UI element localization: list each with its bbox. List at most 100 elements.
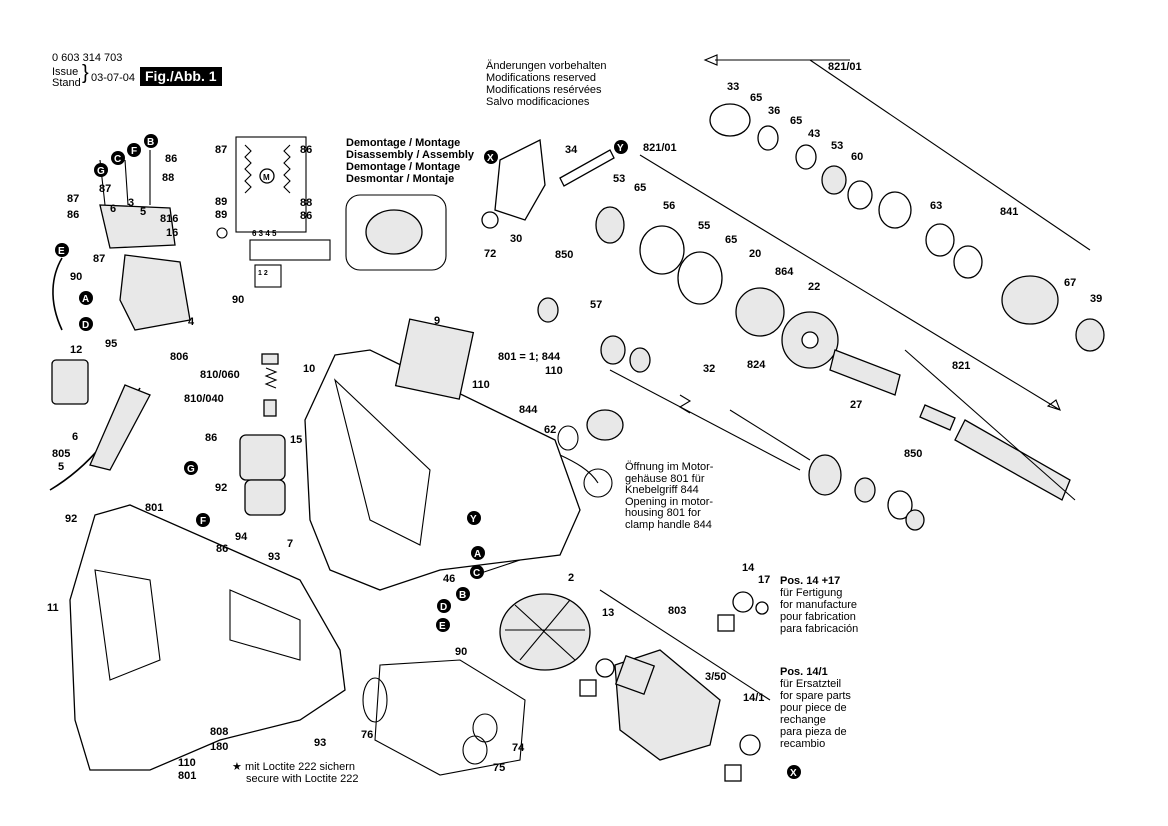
cap-39 [1075, 318, 1105, 352]
callout-62: 62 [544, 424, 556, 436]
callout-92b: 92 [65, 513, 77, 525]
leader-821 [904, 349, 1076, 501]
letter-markers: B C F G E A D G F X Y Y A C B D E X [55, 134, 801, 779]
marker-c-field: C [470, 565, 484, 579]
pos-14-1-title: Pos. 14/1 [780, 666, 828, 678]
terminal-labels: 6 3 4 5 [252, 229, 277, 238]
svg-text:Y: Y [470, 514, 477, 525]
pos-line: for manufacture [780, 599, 858, 611]
demontage-note: Demontage / Montage Disassembly / Assemb… [346, 137, 474, 185]
svg-text:B: B [147, 137, 154, 148]
callout-32: 32 [703, 363, 715, 375]
spring-32 [678, 394, 692, 414]
wire-leads [99, 150, 151, 206]
ring-75 [462, 735, 488, 765]
svg-text:C: C [114, 154, 121, 165]
switch-terminal [254, 264, 282, 288]
callout-22: 22 [808, 281, 820, 293]
marker-f-brush: F [196, 513, 210, 527]
opening-line: gehäuse 801 für [625, 472, 705, 485]
callout-93b: 93 [314, 737, 326, 749]
pos-14-1-note: Pos. 14/1 für Ersatzteil for spare parts… [780, 666, 851, 750]
pos-line: for spare parts [780, 690, 851, 702]
motor-label: M [263, 173, 270, 182]
callout-60: 60 [851, 151, 863, 163]
marker-d-left: D [79, 317, 93, 331]
disc-56 [639, 225, 685, 275]
lever-30 [494, 139, 546, 221]
mod-line: Modifications resérvées [486, 84, 602, 96]
callout-76: 76 [361, 729, 373, 741]
marker-g-top: G [94, 163, 108, 177]
chuck-841 [1001, 275, 1059, 325]
gasket-76 [374, 659, 526, 776]
callout-36: 36 [768, 105, 780, 117]
svg-text:B: B [459, 590, 466, 601]
svg-text:D: D [440, 602, 447, 613]
callout-803: 803 [668, 605, 686, 617]
opening-line: Öffnung im Motor- [625, 461, 714, 473]
callout-7: 7 [287, 538, 293, 550]
washer-17 [755, 601, 769, 615]
callout-65c: 65 [634, 182, 646, 194]
mod-line: Änderungen vorbehalten [486, 60, 607, 72]
callout-86d: 86 [300, 210, 312, 222]
marker-c-top: C [111, 151, 125, 165]
marker-b-top: B [144, 134, 158, 148]
switch-housing-4 [119, 254, 191, 331]
callout-57: 57 [590, 299, 602, 311]
callout-11: 11 [47, 602, 59, 614]
callout-88a: 88 [162, 172, 174, 184]
callout-5a: 5 [140, 206, 146, 218]
callout-16: 16 [166, 227, 178, 239]
callout-14: 14 [742, 562, 755, 574]
callout-43: 43 [808, 128, 820, 140]
washer-72 [481, 211, 499, 229]
ring-76 [362, 677, 388, 723]
callout-90a: 90 [70, 271, 82, 283]
callout-86f: 86 [216, 543, 228, 555]
callout-55: 55 [698, 220, 710, 232]
callout-67: 67 [1064, 277, 1076, 289]
marker-a-left: A [79, 291, 93, 305]
housing-left-half [69, 504, 346, 771]
opening-note: Öffnung im Motor- gehäuse 801 für Knebel… [625, 461, 714, 531]
svg-text:D: D [82, 320, 89, 331]
svg-text:E: E [58, 246, 65, 257]
field-coils [244, 144, 291, 194]
loctite-line: secure with Loctite 222 [246, 773, 359, 785]
needle-bearing-55 [677, 251, 723, 305]
callout-87a: 87 [99, 183, 111, 195]
bearing-14 [732, 591, 754, 613]
callout-806: 806 [170, 351, 188, 363]
marker-y-housing: Y [467, 511, 481, 525]
callout-75: 75 [493, 762, 505, 774]
svg-text:G: G [187, 464, 195, 475]
loctite-line: mit Loctite 222 sichern [244, 761, 355, 773]
svg-text:E: E [439, 621, 446, 632]
svg-text:A: A [474, 549, 481, 560]
housing-opening-marker [583, 468, 613, 498]
svg-text:X: X [487, 153, 494, 164]
demontage-frame [345, 194, 447, 271]
callout-74: 74 [512, 742, 525, 754]
mod-line: Salvo modificaciones [486, 96, 590, 108]
star-icon: ★ [232, 761, 242, 773]
clutch-20 [735, 287, 785, 337]
callout-65b: 65 [790, 115, 802, 127]
callout-34: 34 [565, 144, 578, 156]
callout-20: 20 [749, 248, 761, 260]
pos-line: para pieza de [780, 726, 847, 738]
gear-marker [579, 679, 597, 697]
svg-text:C: C [473, 568, 480, 579]
loctite-note: ★ mit Loctite 222 sichern secure with Lo… [232, 761, 359, 785]
callout-39: 39 [1090, 293, 1102, 305]
callout-27: 27 [850, 399, 862, 411]
callout-90b: 90 [232, 294, 244, 306]
callout-801-844: 801 = 1; 844 [498, 351, 561, 363]
tool-holder-821 [954, 419, 1071, 501]
callout-87d: 87 [215, 144, 227, 156]
callout-13: 13 [602, 607, 614, 619]
marker-x-lever: X [484, 150, 498, 164]
